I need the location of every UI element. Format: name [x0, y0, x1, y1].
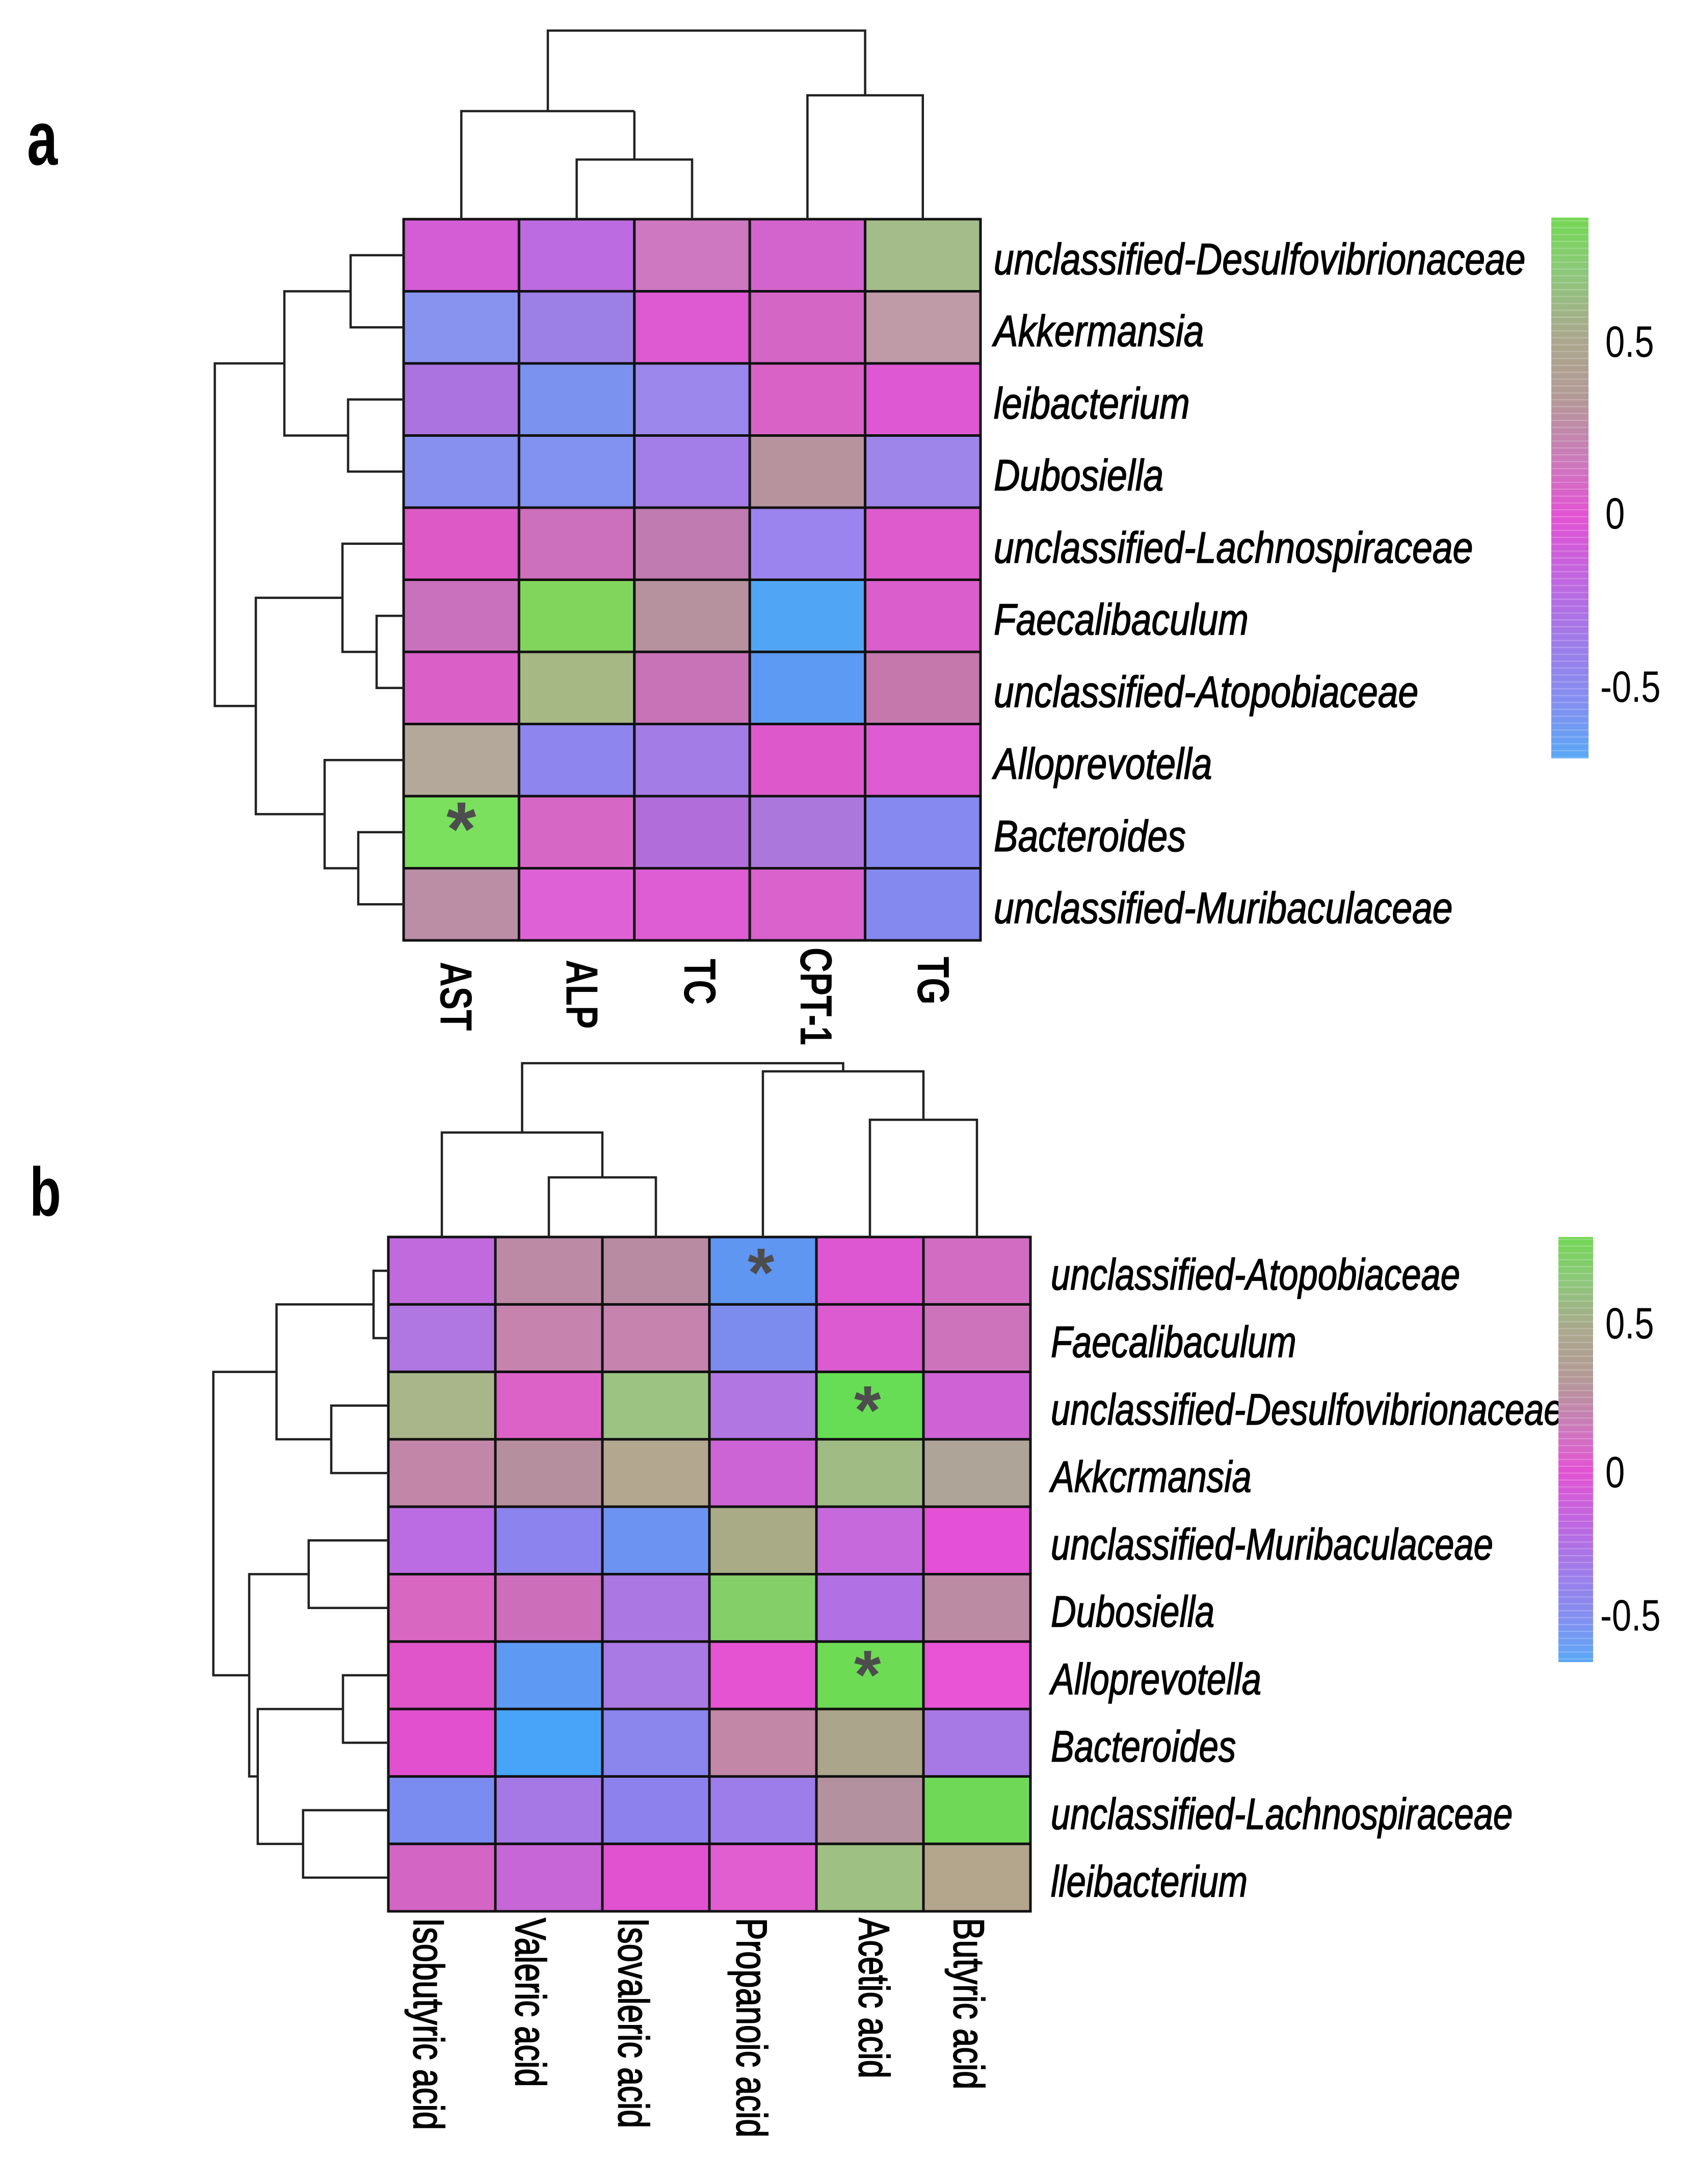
svg-text:Acetic acid: Acetic acid [850, 1918, 898, 2078]
svg-text:Valeric acid: Valeric acid [507, 1918, 554, 2087]
svg-text:0: 0 [1605, 489, 1625, 538]
svg-text:0.5: 0.5 [1605, 318, 1654, 366]
svg-text:TC: TC [675, 959, 725, 1005]
svg-text:TG: TG [908, 957, 959, 1005]
svg-text:Alloprevotella: Alloprevotella [1049, 1655, 1261, 1704]
svg-text:Dubosiella: Dubosiella [994, 451, 1163, 500]
svg-text:Dubosiella: Dubosiella [1051, 1587, 1214, 1636]
svg-text:Bacteroides: Bacteroides [1051, 1722, 1236, 1771]
svg-text:0: 0 [1605, 1448, 1625, 1497]
svg-text:leibacterium: leibacterium [994, 378, 1190, 428]
svg-text:unclassified-Atopobiaceae: unclassified-Atopobiaceae [994, 667, 1418, 716]
svg-text:Isobutyric acid: Isobutyric acid [405, 1918, 453, 2130]
svg-text:AST: AST [431, 962, 481, 1031]
svg-text:lleibacterium: lleibacterium [1051, 1857, 1248, 1906]
svg-text:Isovaleric acid: Isovaleric acid [610, 1918, 657, 2128]
svg-text:-0.5: -0.5 [1600, 1591, 1661, 1640]
svg-text:Akkcrmansia: Akkcrmansia [1049, 1453, 1251, 1502]
svg-text:Akkermansia: Akkermansia [992, 306, 1204, 356]
svg-text:*: * [854, 1636, 881, 1713]
svg-text:*: * [446, 786, 476, 872]
svg-text:unclassified-Atopobiaceae: unclassified-Atopobiaceae [1051, 1250, 1460, 1299]
svg-text:Faecalibaculum: Faecalibaculum [994, 595, 1249, 644]
svg-text:a: a [27, 96, 58, 181]
svg-text:b: b [30, 1154, 61, 1230]
svg-text:Propanoic acid: Propanoic acid [728, 1918, 776, 2138]
svg-text:ALP: ALP [557, 960, 607, 1029]
svg-text:*: * [748, 1234, 775, 1311]
svg-text:Bacteroides: Bacteroides [994, 811, 1186, 860]
svg-text:Alloprevotella: Alloprevotella [992, 739, 1212, 788]
svg-text:unclassified-Muribaculaceae: unclassified-Muribaculaceae [1051, 1520, 1493, 1569]
svg-text:-0.5: -0.5 [1600, 663, 1661, 712]
svg-text:unclassified-Lachnospiraceae: unclassified-Lachnospiraceae [994, 522, 1473, 572]
svg-text:unclassified-Muribaculaceae: unclassified-Muribaculaceae [994, 883, 1453, 933]
svg-text:0.5: 0.5 [1605, 1299, 1654, 1348]
svg-text:Butyric acid: Butyric acid [945, 1918, 993, 2089]
svg-text:unclassified-Desulfovibrionace: unclassified-Desulfovibrionaceae [994, 234, 1525, 283]
svg-text:*: * [854, 1372, 881, 1449]
svg-text:Faecalibaculum: Faecalibaculum [1051, 1318, 1296, 1366]
svg-text:unclassified-Lachnospiraceae: unclassified-Lachnospiraceae [1051, 1790, 1513, 1838]
svg-text:CPT-1: CPT-1 [791, 948, 841, 1045]
svg-text:unclassified-Desulfovibrionace: unclassified-Desulfovibrionaceae [1051, 1385, 1564, 1434]
